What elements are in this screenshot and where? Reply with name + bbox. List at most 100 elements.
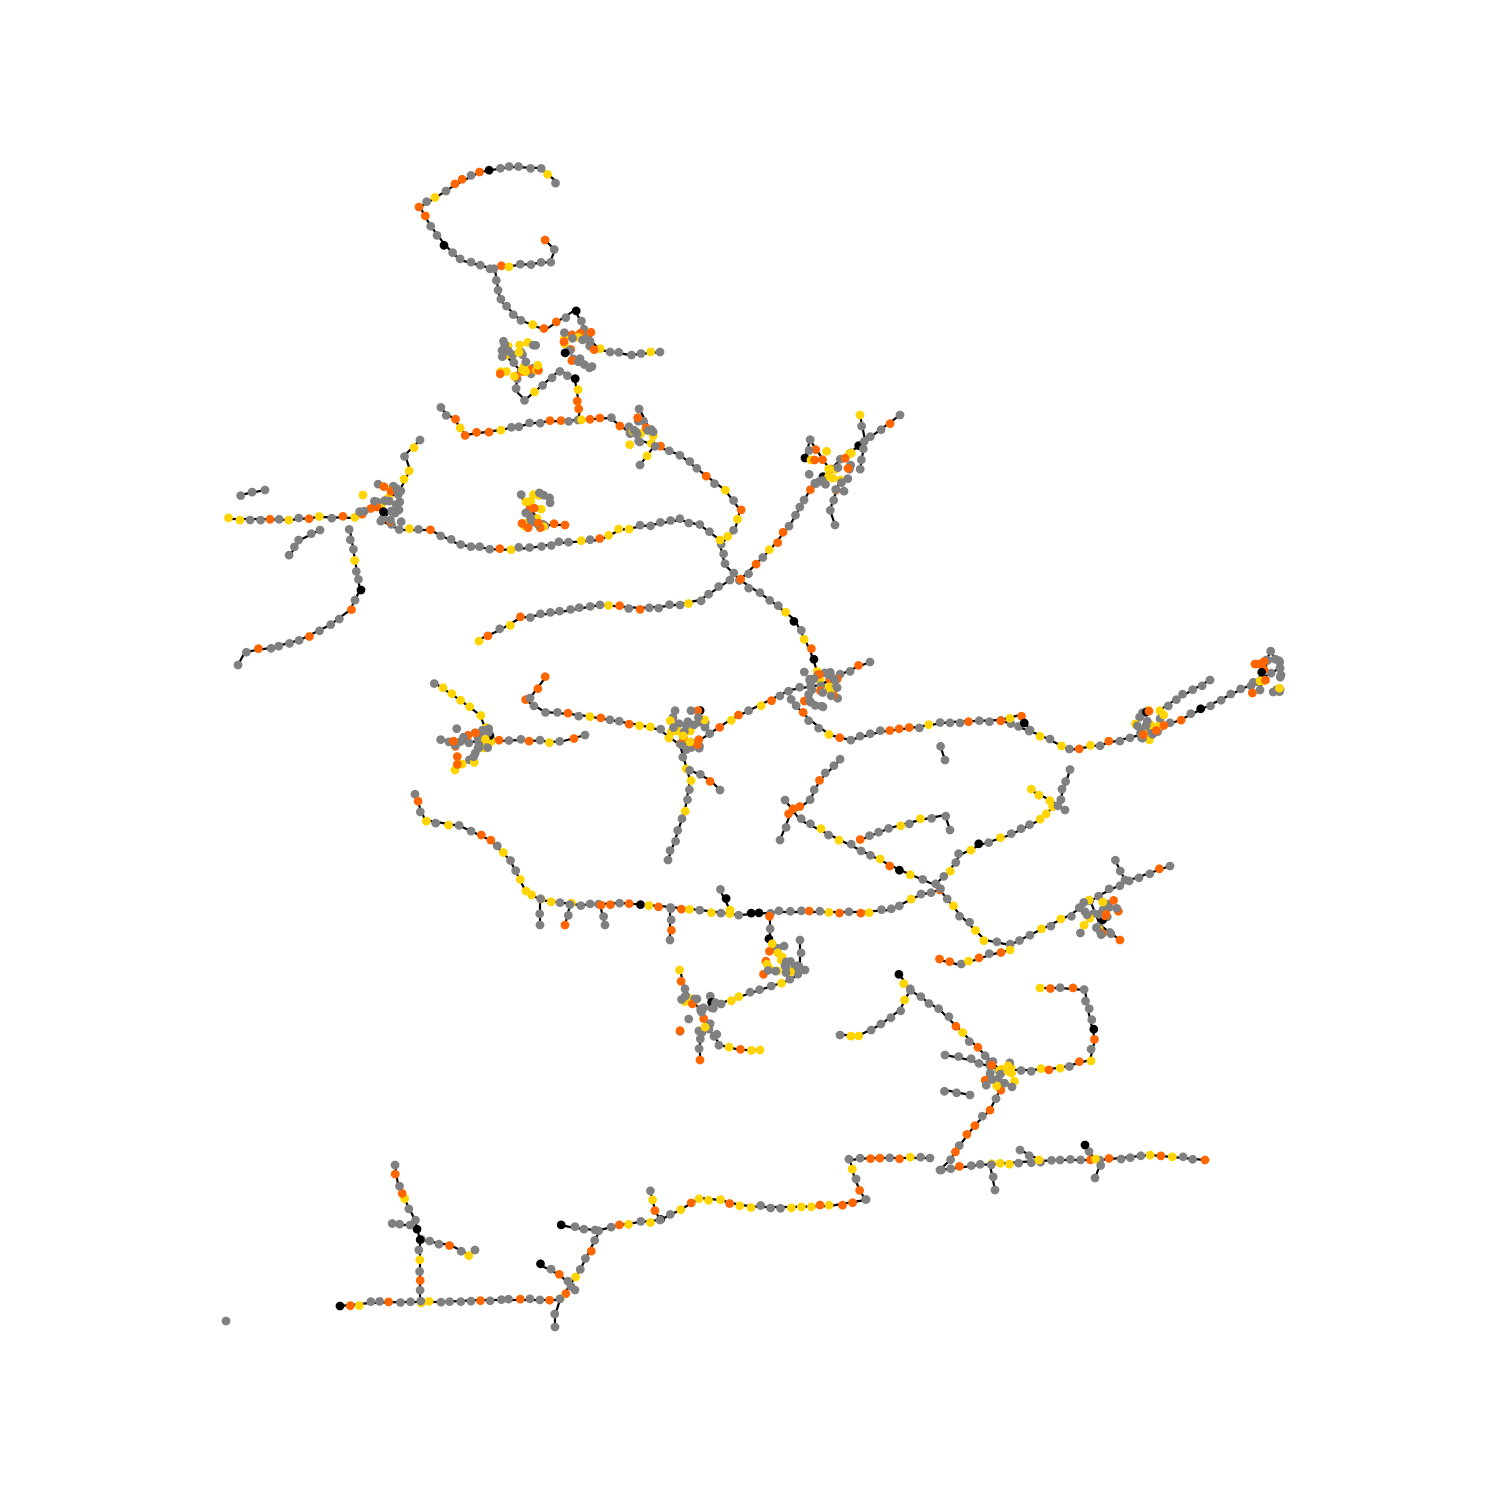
graph-node-847 [414,1245,424,1255]
graph-node-637 [676,976,686,986]
graph-node-9 [466,171,476,180]
graph-node-778 [766,1203,775,1213]
graph-node-224 [483,631,493,641]
graph-node-160 [315,525,325,535]
graph-node-1187 [810,478,820,488]
graph-node-855 [390,1169,400,1179]
graph-node-1207 [625,440,635,449]
graph-node-916 [586,327,596,337]
graph-node-786 [686,1198,696,1208]
graph-node-617 [899,979,909,989]
graph-node-606 [1115,866,1125,876]
graph-node-334 [854,661,863,670]
graph-node-792 [624,1220,633,1229]
graph-node-464 [885,861,895,871]
graph-node-381 [885,726,895,735]
graph-node-866 [405,1220,415,1230]
graph-node-908 [560,328,569,337]
graph-node-252 [758,553,768,562]
graph-node-532 [677,904,686,914]
graph-node-536 [716,908,726,918]
graph-node-846 [415,1255,425,1265]
graph-node-250 [744,569,753,579]
graph-node-1039 [452,724,462,733]
graph-node-0 [551,178,560,188]
graph-node-246 [704,589,713,599]
graph-node-1052 [484,728,494,737]
graph-node-725 [1005,1159,1014,1169]
graph-node-572 [716,885,725,894]
graph-node-712 [966,1054,976,1064]
graph-node-431 [1178,689,1187,699]
graph-node-289 [438,683,448,693]
graph-node-226 [505,621,515,630]
graph-node-453 [984,838,994,848]
graph-node-682 [970,1121,980,1130]
graph-node-365 [663,855,673,865]
graph-node-736 [1116,1154,1126,1164]
graph-node-148 [399,474,409,484]
graph-node-86 [577,415,586,425]
graph-node-319 [705,729,715,738]
graph-node-362 [673,826,683,835]
graph-node-517 [527,890,536,900]
graph-node-735 [1104,1154,1114,1163]
graph-node-157 [290,542,299,552]
graph-node-626 [835,1030,845,1040]
graph-node-1126 [1101,910,1111,919]
graph-node-195 [715,535,725,545]
graph-node-141 [338,511,348,521]
graph-node-635 [795,935,805,945]
graph-node-582 [992,937,1002,947]
graph-node-173 [495,544,505,554]
graph-node-745 [1034,1155,1044,1165]
graph-node-485 [775,835,785,845]
graph-node-221 [242,647,251,657]
graph-node-758 [851,1174,861,1184]
graph-node-375 [824,730,834,739]
graph-node-921 [575,354,585,364]
graph-node-608 [935,954,944,964]
graph-node-206 [350,556,360,565]
graph-node-1139 [792,961,802,971]
graph-node-1143 [773,948,783,958]
graph-node-1171 [992,1081,1002,1091]
graph-node-389 [964,717,973,727]
graph-node-510 [486,835,496,845]
graph-node-616 [894,969,904,979]
graph-node-152 [415,435,425,445]
graph-node-497 [1034,790,1044,800]
graph-node-196 [516,490,526,499]
graph-node-512 [498,848,508,857]
graph-node-208 [354,575,363,584]
graph-node-718 [937,1165,946,1175]
graph-node-128 [642,451,652,461]
graph-node-225 [495,624,505,634]
graph-node-88 [595,413,605,423]
graph-node-963 [529,503,539,513]
graph-node-820 [384,1297,393,1307]
graph-node-1082 [1248,688,1257,698]
graph-node-557 [926,888,936,898]
graph-node-40 [528,320,538,329]
graph-node-38 [508,310,518,319]
graph-node-451 [1006,829,1016,838]
graph-node-51 [627,350,636,360]
graph-node-686 [946,1155,955,1165]
graph-node-136 [284,515,294,525]
graph-node-489 [884,824,893,833]
graph-node-158 [294,535,303,545]
graph-node-586 [1037,924,1046,934]
graph-node-140 [327,513,337,523]
graph-node-610 [956,959,966,969]
graph-node-321 [726,715,736,725]
graph-node-441 [1025,725,1035,735]
graph-node-754 [1096,1161,1106,1170]
graph-node-313 [645,722,655,732]
graph-node-788 [665,1210,675,1219]
graph-node-347 [545,738,554,747]
graph-node-31 [549,245,559,254]
graph-node-507 [454,821,464,830]
graph-node-813 [456,1297,466,1306]
graph-node-564 [560,920,570,930]
